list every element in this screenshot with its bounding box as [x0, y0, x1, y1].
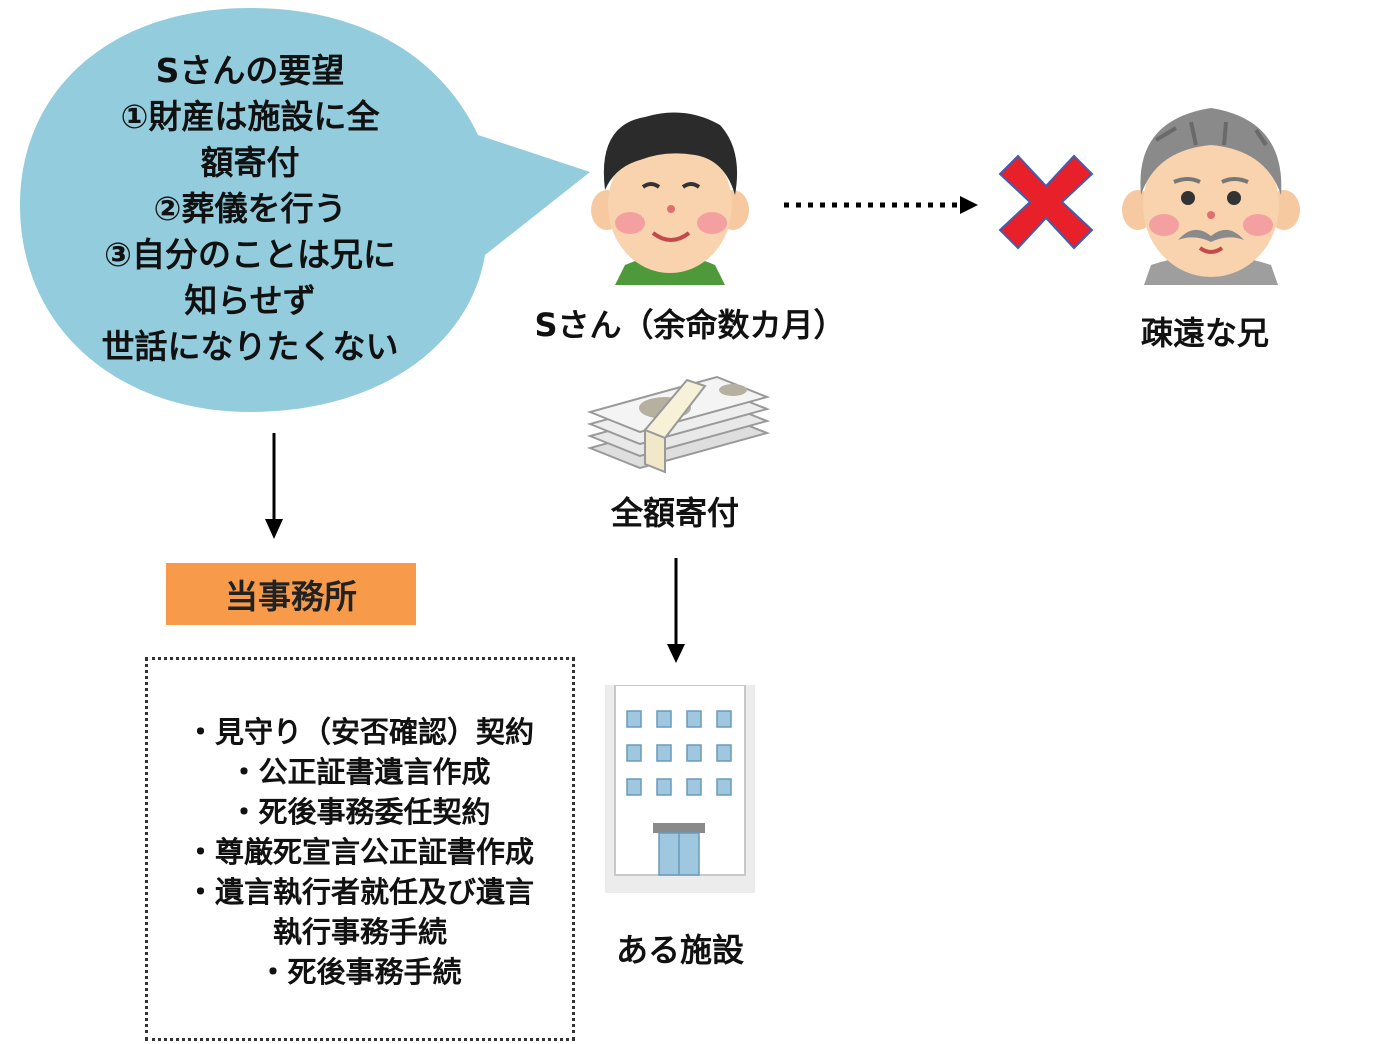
- service-item: ・尊厳死宣言公正証書作成: [185, 835, 534, 869]
- person-s-label: Sさん（余命数カ月）: [534, 306, 846, 344]
- service-item: ・死後事務委任契約: [229, 795, 491, 829]
- money-icon: [586, 375, 770, 473]
- request-line: 世話になりたくない: [101, 327, 399, 366]
- arrow-to-facility: [667, 558, 685, 663]
- service-item: ・公正証書遺言作成: [229, 755, 491, 789]
- service-item: 執行事務手続: [272, 915, 447, 949]
- services-box: ・見守り（安否確認）契約 ・公正証書遺言作成 ・死後事務委任契約 ・尊厳死宣言公…: [145, 657, 575, 1041]
- dotted-arrow: [784, 196, 978, 214]
- money-label: 全額寄付: [610, 494, 739, 532]
- office-box: 当事務所: [166, 563, 416, 625]
- request-line: 知らせず: [184, 281, 316, 320]
- request-line: 額寄付: [200, 143, 300, 182]
- request-line: ②葬儀を行う: [153, 189, 347, 228]
- brother-label: 疎遠な兄: [1140, 314, 1269, 352]
- building-icon: [605, 685, 755, 893]
- facility-label: ある施設: [615, 931, 744, 969]
- request-title: Sさんの要望: [155, 51, 345, 90]
- brother-illustration: [1122, 108, 1300, 285]
- services-list: ・見守り（安否確認）契約 ・公正証書遺言作成 ・死後事務委任契約 ・尊厳死宣言公…: [148, 712, 572, 992]
- service-item: ・死後事務手続: [258, 955, 462, 989]
- arrow-to-office: [265, 433, 283, 539]
- service-item: ・遺言執行者就任及び遺言: [185, 875, 534, 909]
- red-cross-icon: [998, 154, 1094, 250]
- speech-bubble: [20, 8, 590, 412]
- service-item: ・見守り（安否確認）契約: [185, 715, 534, 749]
- request-line: ③自分のことは兄に: [104, 235, 396, 274]
- request-text: Sさんの要望 ①財産は施設に全 額寄付 ②葬儀を行う ③自分のことは兄に 知らせ…: [60, 48, 440, 370]
- request-line: ①財産は施設に全: [120, 97, 380, 136]
- person-s-illustration: [591, 112, 749, 285]
